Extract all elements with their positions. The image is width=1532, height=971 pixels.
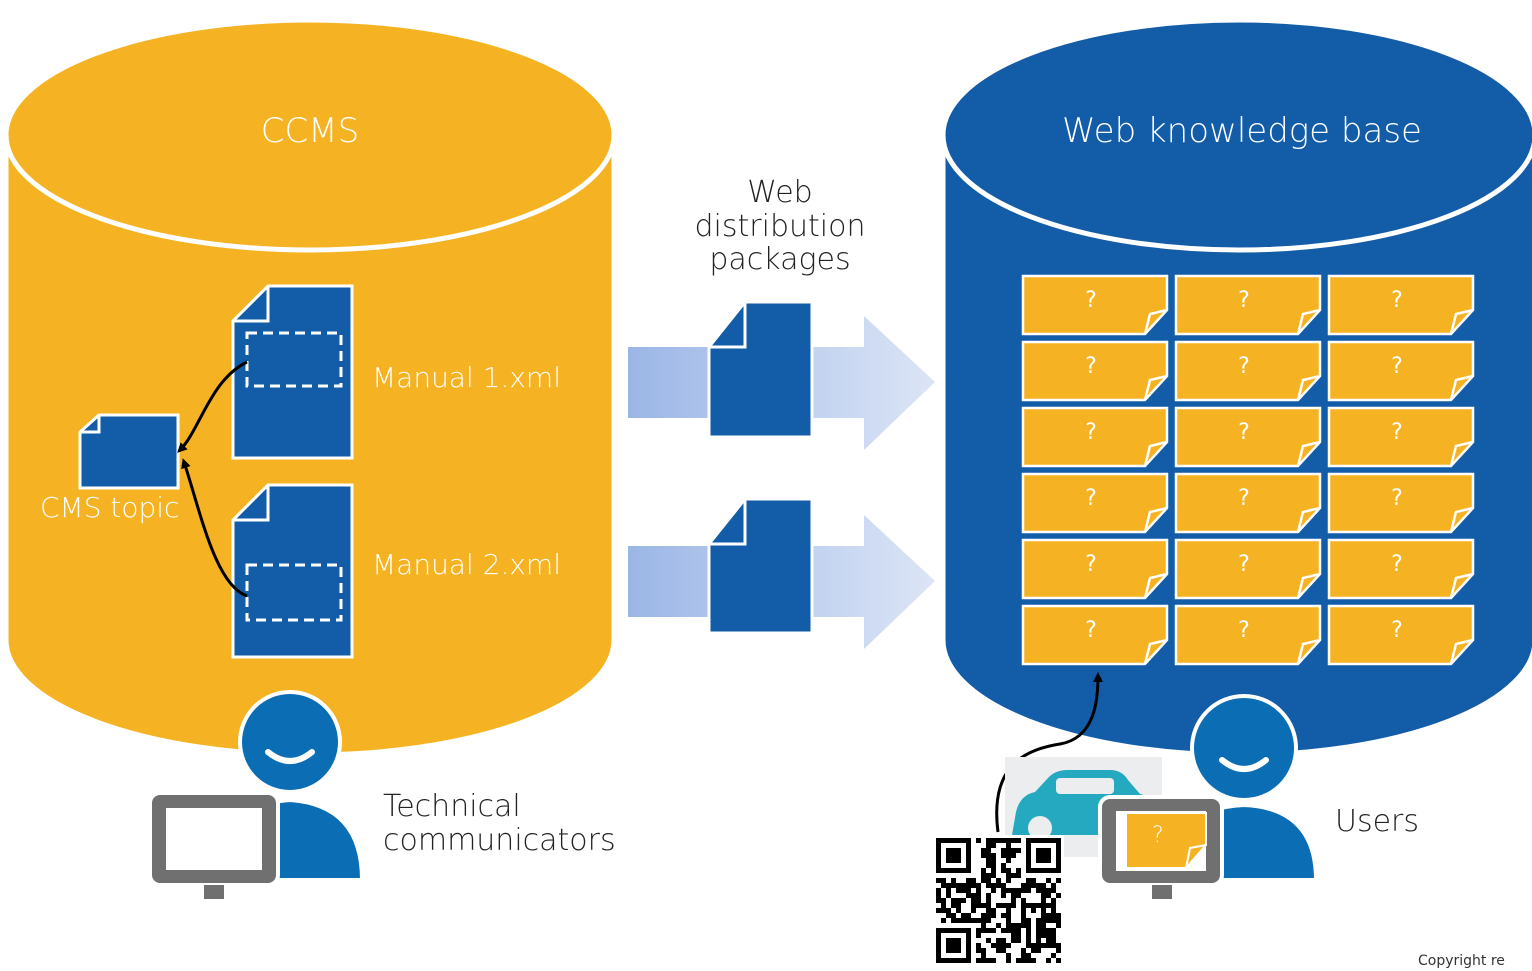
kb-topic-note: ? [1327, 472, 1475, 534]
kb-topic-note-label: ? [1391, 288, 1403, 313]
qr-code-icon [933, 835, 1064, 966]
kb-topic-note-label: ? [1391, 420, 1403, 445]
kb-topic-note: ? [1327, 406, 1475, 468]
package-document-icon-top [707, 300, 814, 439]
note-icon [1021, 604, 1169, 666]
note-icon [1174, 274, 1322, 336]
note-icon [1021, 406, 1169, 468]
kb-topic-note: ? [1174, 472, 1322, 534]
kb-topic-note: ? [1327, 340, 1475, 402]
kb-topic-note-label: ? [1085, 618, 1097, 643]
kb-topic-note: ? [1174, 340, 1322, 402]
kb-topic-note-label: ? [1238, 552, 1250, 577]
note-icon [1327, 538, 1475, 600]
packages-label: Web distribution packages [690, 176, 870, 277]
user-monitor-icon [1098, 795, 1224, 899]
kb-topic-note-label: ? [1238, 420, 1250, 445]
note-icon [1174, 604, 1322, 666]
note-icon [1327, 472, 1475, 534]
kb-topic-note: ? [1174, 604, 1322, 666]
manual1-document-icon [231, 284, 354, 460]
cms-topic-label: CMS topic [40, 491, 180, 524]
kb-topic-note: ? [1174, 274, 1322, 336]
kb-topic-note-label: ? [1391, 354, 1403, 379]
kb-access-arrow [995, 672, 1103, 833]
packages-line-3: packages [709, 242, 851, 278]
note-icon [1021, 538, 1169, 600]
tech-communicators-label: Technical communicators [383, 790, 616, 857]
note-icon [1021, 274, 1169, 336]
copyright-text: Copyright re [1418, 953, 1505, 969]
kb-topic-note-label: ? [1085, 354, 1097, 379]
kb-topic-note: ? [1327, 604, 1475, 666]
kb-topic-note-label: ? [1085, 420, 1097, 445]
kb-topic-note: ? [1021, 274, 1169, 336]
kb-topic-note-label: ? [1238, 288, 1250, 313]
kb-topic-note-label: ? [1391, 552, 1403, 577]
kb-topic-note-label: ? [1085, 486, 1097, 511]
manual2-label: Manual 2.xml [372, 548, 561, 581]
kb-topic-note: ? [1021, 406, 1169, 468]
kb-topic-note-label: ? [1391, 486, 1403, 511]
kb-topic-note: ? [1021, 538, 1169, 600]
cms-topic-document-icon [78, 413, 180, 490]
kb-topic-grid: ?????????????????? [1021, 274, 1475, 666]
manual2-document-icon [231, 483, 354, 659]
note-icon [1327, 406, 1475, 468]
note-icon [1174, 538, 1322, 600]
tech-communicators-line-1: Technical [383, 789, 521, 824]
kb-title: Web knowledge base [1062, 111, 1422, 151]
note-icon [1174, 406, 1322, 468]
kb-topic-note-label: ? [1085, 552, 1097, 577]
users-label: Users [1335, 804, 1420, 839]
kb-topic-note: ? [1021, 472, 1169, 534]
screen-note-label: ? [1152, 823, 1164, 848]
note-icon [1327, 274, 1475, 336]
note-icon [1021, 472, 1169, 534]
note-icon [1327, 604, 1475, 666]
manual1-label: Manual 1.xml [372, 361, 561, 394]
kb-topic-note-label: ? [1238, 486, 1250, 511]
note-icon [1174, 472, 1322, 534]
kb-topic-note: ? [1174, 406, 1322, 468]
kb-topic-note: ? [1327, 538, 1475, 600]
kb-topic-note-label: ? [1238, 354, 1250, 379]
note-icon [1327, 340, 1475, 402]
kb-topic-note: ? [1327, 274, 1475, 336]
packages-line-2: distribution [694, 208, 866, 244]
kb-topic-note-label: ? [1238, 618, 1250, 643]
ccms-title: CCMS [260, 111, 360, 151]
tech-communicator-monitor-icon [148, 791, 280, 899]
package-document-icon-bottom [707, 497, 814, 635]
kb-topic-note-label: ? [1085, 288, 1097, 313]
note-icon [1021, 340, 1169, 402]
reuse-arrows [177, 360, 248, 598]
kb-topic-note-label: ? [1391, 618, 1403, 643]
note-icon [1174, 340, 1322, 402]
packages-line-1: Web [747, 175, 813, 210]
tech-communicators-line-2: communicators [383, 822, 616, 858]
kb-topic-note: ? [1174, 538, 1322, 600]
kb-topic-note: ? [1021, 340, 1169, 402]
kb-topic-note: ? [1021, 604, 1169, 666]
